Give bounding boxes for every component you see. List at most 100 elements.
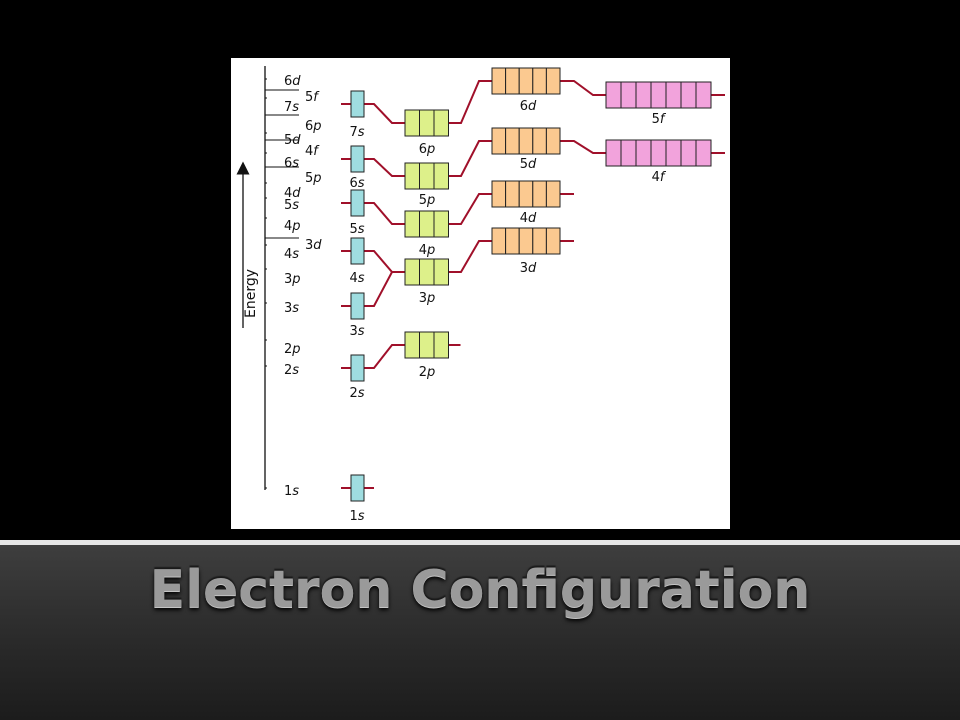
sublevel-label-5d: 5d — [520, 157, 537, 172]
level-connector — [367, 202, 405, 225]
orbital-box — [650, 81, 667, 109]
orbital-box — [404, 331, 420, 359]
sublevel-label-2s: 2s — [349, 386, 364, 401]
orbital-box — [419, 331, 435, 359]
orbital-box — [491, 227, 507, 255]
orbital-box — [620, 139, 637, 167]
orbital-box — [491, 67, 507, 95]
scale-label-7s: 7s — [284, 100, 299, 115]
scale-label-3s: 3s — [284, 301, 299, 316]
title-band — [0, 545, 960, 720]
orbital-box — [350, 90, 365, 118]
orbital-box — [545, 67, 561, 95]
scale-label-2s: 2s — [284, 363, 299, 378]
level-connector — [367, 103, 405, 124]
scale-label-3d: 3d — [305, 238, 322, 253]
sublevel-label-3s: 3s — [349, 324, 364, 339]
orbital-box — [433, 331, 449, 359]
orbital-box — [518, 67, 534, 95]
sublevel-label-4s: 4s — [349, 271, 364, 286]
orbital-box — [545, 227, 561, 255]
level-connector — [367, 271, 405, 307]
orbital-box — [433, 210, 449, 238]
level-connector — [448, 240, 492, 273]
orbital-box — [433, 258, 449, 286]
orbital-box — [665, 139, 682, 167]
orbital-box — [518, 127, 534, 155]
orbital-box — [404, 109, 420, 137]
orbital-box — [433, 109, 449, 137]
scale-label-5f: 5f — [305, 90, 320, 105]
scale-label-4f: 4f — [305, 144, 320, 159]
sublevel-label-7s: 7s — [349, 125, 364, 140]
sublevel-label-4p: 4p — [419, 243, 436, 258]
level-connector — [560, 140, 606, 154]
orbital-box — [419, 162, 435, 190]
orbital-box — [545, 180, 561, 208]
sublevel-label-3d: 3d — [520, 261, 537, 276]
sublevel-label-2p: 2p — [419, 365, 436, 380]
orbital-box — [620, 81, 637, 109]
scale-label-6p: 6p — [305, 119, 322, 134]
orbital-box — [419, 109, 435, 137]
level-connector — [367, 158, 405, 177]
orbital-box — [419, 210, 435, 238]
orbital-box — [605, 81, 622, 109]
orbital-box — [350, 292, 365, 320]
scale-label-5s: 5s — [284, 198, 299, 213]
level-connector — [560, 80, 606, 96]
sublevel-label-5s: 5s — [349, 222, 364, 237]
level-connector — [367, 344, 405, 369]
orbital-box — [532, 180, 547, 208]
scale-label-4d: 4d — [284, 186, 301, 201]
orbital-box — [350, 189, 365, 217]
sublevel-label-4d: 4d — [520, 211, 537, 226]
scale-label-3p: 3p — [284, 272, 301, 287]
scale-label-4p: 4p — [284, 219, 301, 234]
orbital-box — [650, 139, 667, 167]
orbital-box — [505, 180, 520, 208]
orbital-box — [605, 139, 622, 167]
orbital-box — [518, 180, 534, 208]
level-connector — [367, 250, 405, 273]
orbital-box — [404, 162, 420, 190]
sublevel-label-6d: 6d — [520, 99, 537, 114]
orbital-box — [350, 474, 365, 502]
energy-axis-label: Energy — [243, 269, 259, 318]
orbital-box — [433, 162, 449, 190]
scale-label-6s: 6s — [284, 156, 299, 171]
orbital-box — [505, 227, 520, 255]
orbital-box — [695, 139, 712, 167]
scale-label-4s: 4s — [284, 247, 299, 262]
orbital-box — [695, 81, 712, 109]
orbital-box — [505, 127, 520, 155]
orbital-box — [665, 81, 682, 109]
scale-label-5p: 5p — [305, 171, 322, 186]
orbital-box — [635, 139, 652, 167]
orbital-box — [419, 258, 435, 286]
sublevel-label-6s: 6s — [349, 176, 364, 191]
sublevel-label-5f: 5f — [652, 112, 667, 127]
orbital-box — [680, 81, 697, 109]
orbital-box — [491, 127, 507, 155]
sublevel-label-3p: 3p — [419, 291, 436, 306]
scale-label-1s: 1s — [284, 484, 299, 499]
sublevel-label-4f: 4f — [652, 170, 667, 185]
sublevel-label-6p: 6p — [419, 142, 436, 157]
orbital-box — [545, 127, 561, 155]
level-connector — [448, 193, 492, 225]
orbital-box — [532, 227, 547, 255]
orbital-boxes — [350, 67, 712, 502]
orbital-box — [350, 237, 365, 265]
orbital-box — [491, 180, 507, 208]
sublevel-label-5p: 5p — [419, 193, 436, 208]
orbital-box — [350, 145, 365, 173]
orbital-box — [518, 227, 534, 255]
divider-rule — [0, 540, 960, 545]
level-connector — [448, 80, 492, 124]
slide-title: Electron Configuration — [149, 560, 811, 620]
orbital-box — [404, 210, 420, 238]
